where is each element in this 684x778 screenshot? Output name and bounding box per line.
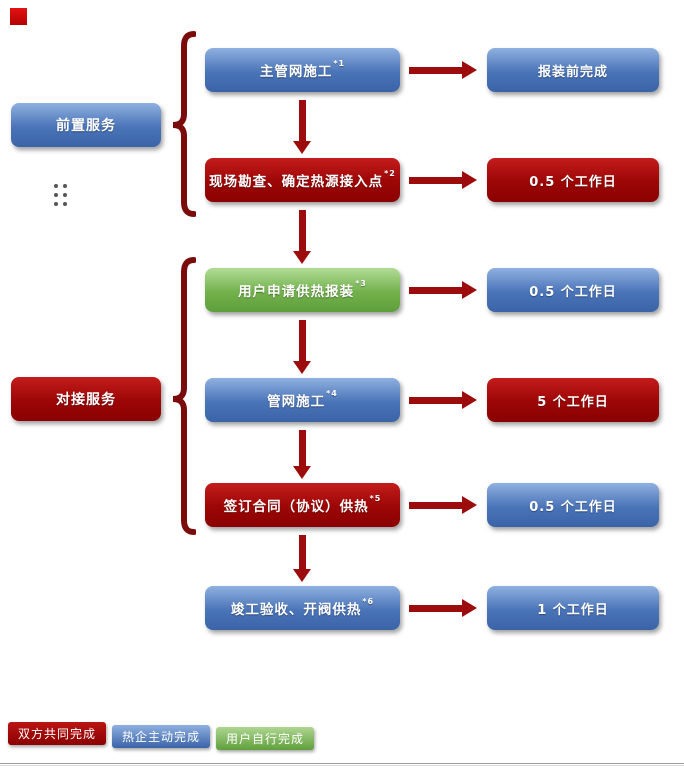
step-sup: *2 bbox=[384, 168, 396, 178]
flow-step-1: 现场勘查、确定热源接入点*2 bbox=[205, 158, 400, 202]
arrow-right-icon bbox=[409, 599, 477, 617]
arrow-right-icon bbox=[409, 391, 477, 409]
arrow-right-icon bbox=[409, 61, 477, 79]
arrow-down-icon bbox=[293, 430, 311, 479]
phase-label: 对接服务 bbox=[56, 392, 116, 408]
result-label: 0.5 个工作日 bbox=[529, 284, 617, 300]
footer-divider bbox=[0, 763, 684, 764]
phase-label: 前置服务 bbox=[56, 118, 116, 134]
flow-step-5: 竣工验收、开阀供热*6 bbox=[205, 586, 400, 630]
step-label: 主管网施工 bbox=[259, 64, 333, 80]
step-label: 管网施工 bbox=[267, 394, 326, 410]
result-box-0: 报装前完成 bbox=[487, 48, 659, 92]
arrow-right-icon bbox=[409, 496, 477, 514]
arrow-right-icon bbox=[409, 171, 477, 189]
result-label: 1 个工作日 bbox=[537, 602, 609, 618]
legend-label: 用户自行完成 bbox=[226, 732, 305, 746]
flow-step-4: 签订合同（协议）供热*5 bbox=[205, 483, 400, 527]
result-box-5: 1 个工作日 bbox=[487, 586, 659, 630]
flow-step-3: 管网施工*4 bbox=[205, 378, 400, 422]
step-label: 签订合同（协议）供热 bbox=[223, 499, 369, 515]
step-sup: *4 bbox=[326, 388, 338, 398]
legend-both-parties: 双方共同完成 bbox=[8, 722, 107, 745]
result-box-1: 0.5 个工作日 bbox=[487, 158, 659, 202]
step-label: 用户申请供热报装 bbox=[238, 284, 355, 300]
result-box-3: 5 个工作日 bbox=[487, 378, 659, 422]
result-box-2: 0.5 个工作日 bbox=[487, 268, 659, 312]
legend-label: 双方共同完成 bbox=[18, 727, 97, 741]
flow-step-2: 用户申请供热报装*3 bbox=[205, 268, 400, 312]
grip-dots-icon bbox=[54, 184, 67, 206]
arrow-down-icon bbox=[293, 210, 311, 264]
curly-brace-icon bbox=[172, 257, 196, 535]
legend-heat-company: 热企主动完成 bbox=[112, 725, 211, 748]
arrow-right-icon bbox=[409, 281, 477, 299]
result-label: 5 个工作日 bbox=[537, 394, 609, 410]
flow-step-0: 主管网施工*1 bbox=[205, 48, 400, 92]
step-sup: *6 bbox=[362, 596, 375, 606]
result-box-4: 0.5 个工作日 bbox=[487, 483, 659, 527]
phase-box-connection: 对接服务 bbox=[11, 377, 161, 421]
phase-box-preliminary: 前置服务 bbox=[11, 103, 161, 147]
arrow-down-icon bbox=[293, 100, 311, 154]
footer-divider bbox=[0, 765, 684, 766]
legend-label: 热企主动完成 bbox=[122, 730, 201, 744]
result-label: 报装前完成 bbox=[537, 64, 608, 80]
step-sup: *1 bbox=[333, 58, 346, 68]
step-sup: *5 bbox=[369, 493, 382, 503]
corner-marker-icon bbox=[10, 8, 27, 25]
step-sup: *3 bbox=[355, 278, 367, 288]
step-label: 现场勘查、确定热源接入点 bbox=[209, 174, 384, 190]
arrow-down-icon bbox=[293, 320, 311, 374]
result-label: 0.5 个工作日 bbox=[529, 174, 617, 190]
step-label: 竣工验收、开阀供热 bbox=[230, 602, 362, 618]
result-label: 0.5 个工作日 bbox=[529, 499, 617, 515]
arrow-down-icon bbox=[293, 535, 311, 582]
curly-brace-icon bbox=[172, 31, 196, 217]
legend-user-self: 用户自行完成 bbox=[216, 727, 315, 750]
